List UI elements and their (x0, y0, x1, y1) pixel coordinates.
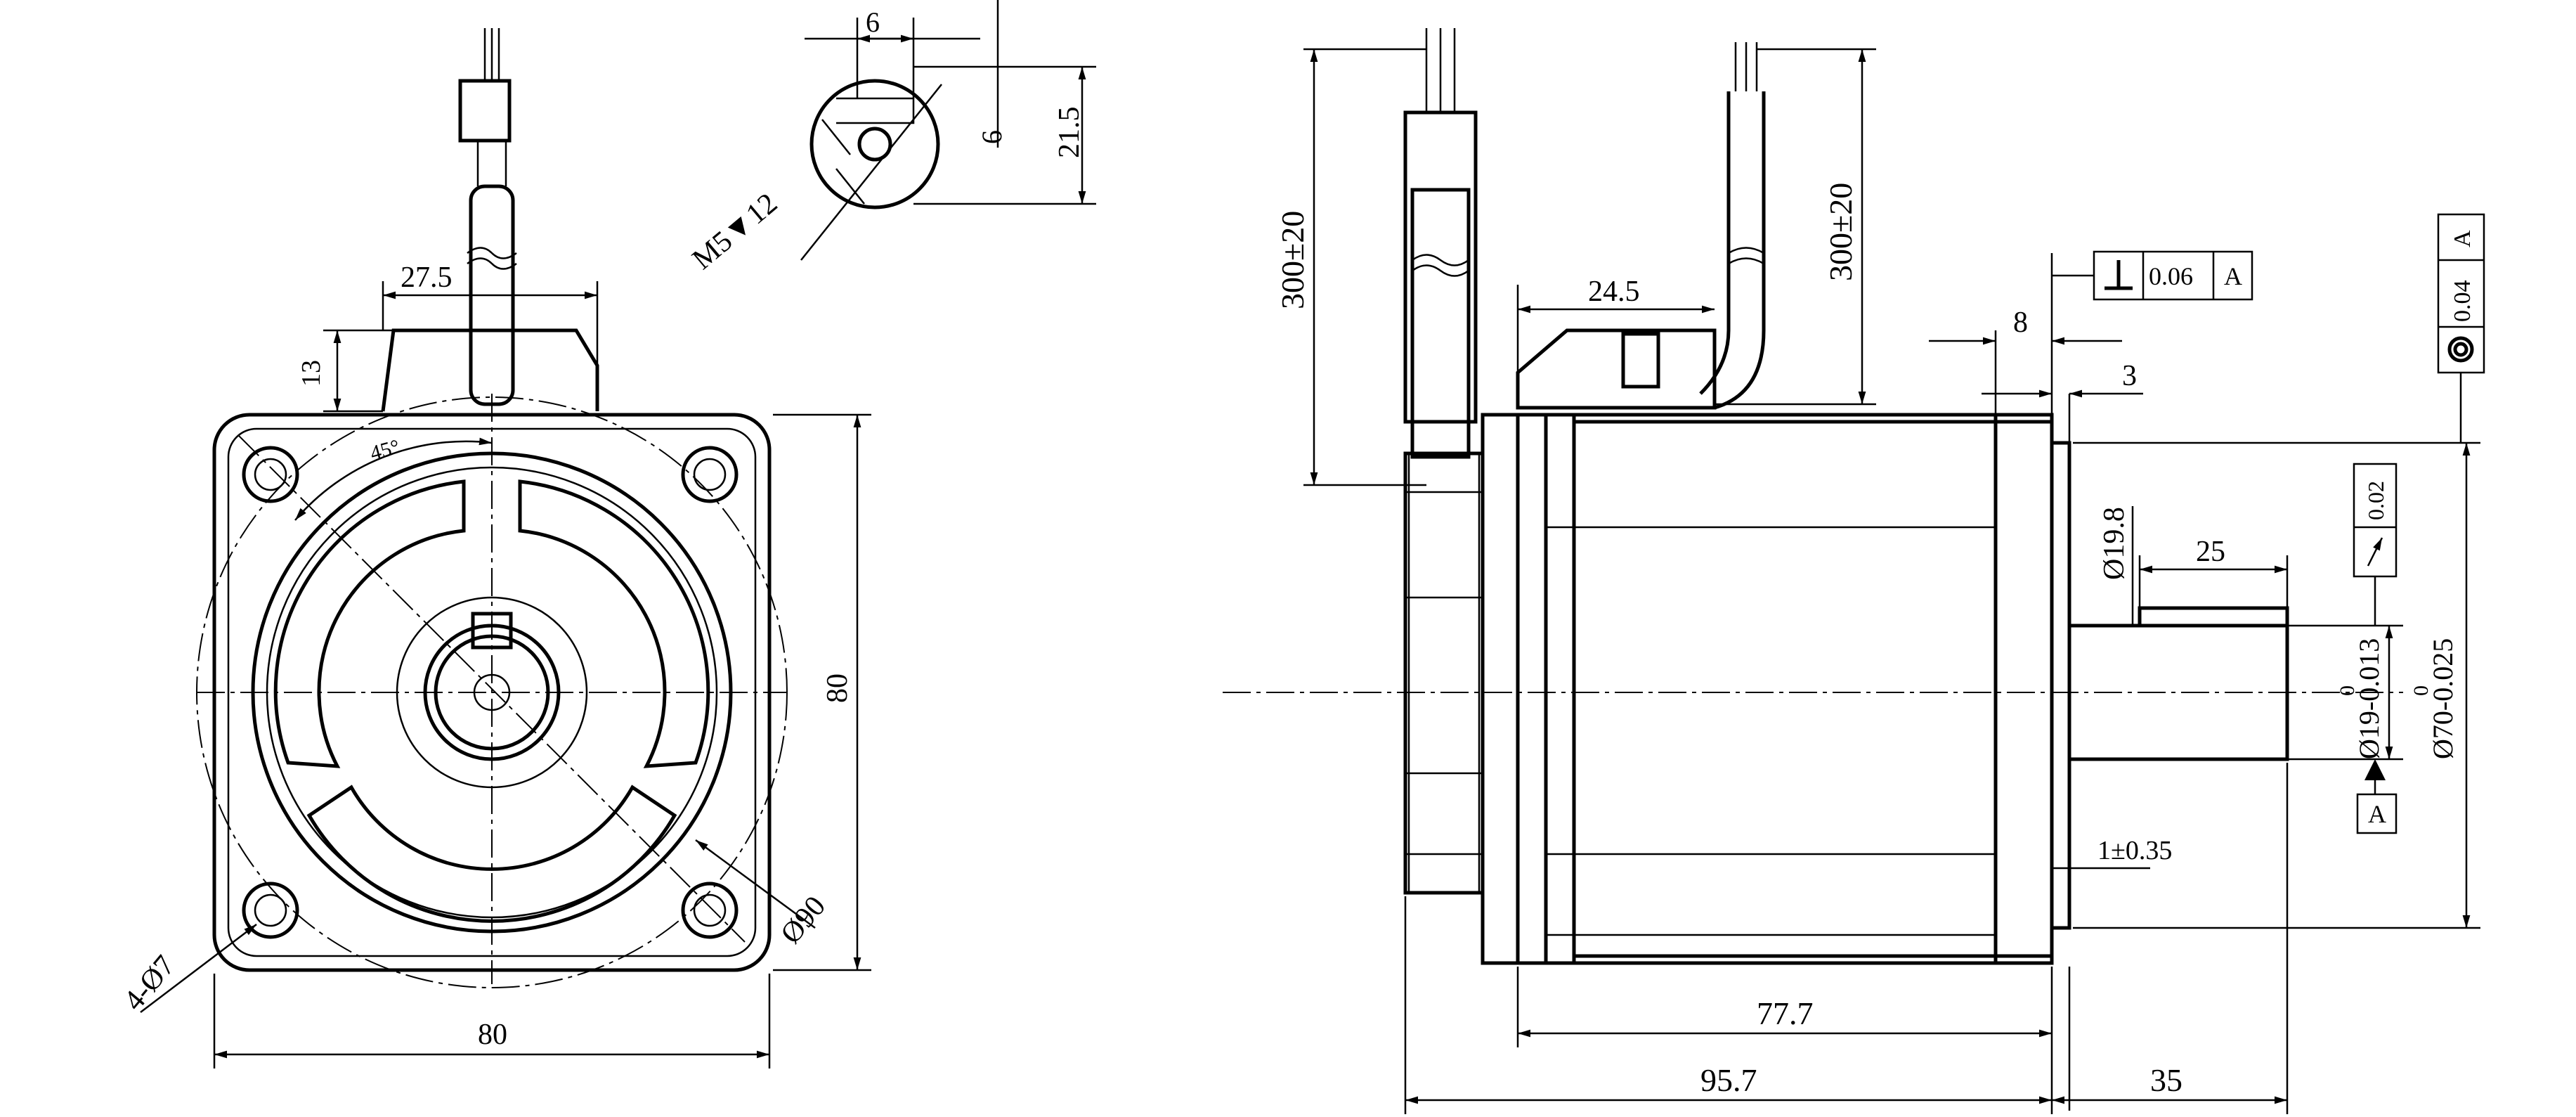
dim-total-length: 95.7 (1700, 1062, 1757, 1098)
dim-connector-width: 24.5 (1588, 276, 1640, 308)
tolerance-frames: 0.06 A 0.04 A 0.02 A (2052, 213, 2485, 834)
arc-slots (273, 479, 710, 923)
dim-mounting-holes: 4-Ø7 (117, 950, 181, 1017)
runout-value: 0.02 (2363, 481, 2388, 520)
dim-body-length: 77.7 (1757, 995, 1814, 1031)
dim-key-width: 6 (866, 6, 880, 38)
dim-flange-height: 80 (821, 673, 854, 703)
side-connector (1516, 328, 1717, 410)
front-view: 80 80 27.5 13 45° Ø90 4-Ø7 (117, 28, 871, 1068)
front-connector (381, 328, 599, 412)
dim-angle: 45° (367, 435, 402, 465)
perpendicularity-value: 0.06 (2149, 262, 2193, 290)
dim-cable-length-right: 300±20 (1823, 183, 1859, 281)
dim-cable-length-left: 300±20 (1275, 211, 1310, 309)
datum-frame (2356, 793, 2398, 834)
dim-key-depth: 6 (976, 130, 1008, 144)
side-view: 300±20 300±20 24.5 8 3 Ø19.8 25 Ø19-0.01… (1223, 28, 2480, 1114)
datum-label: A (2368, 800, 2386, 828)
dim-bolt-circle: Ø90 (774, 890, 832, 950)
dim-thread: M5▼12 (687, 187, 783, 276)
dim-shaft-shoulder: Ø19.8 (2098, 507, 2131, 580)
encoder-cap (1403, 451, 1485, 895)
dim-shaft-ext: 35 (2150, 1062, 2183, 1098)
dim-shaft-dia-group: Ø19-0.013 0 (2336, 638, 2385, 759)
dim-pilot-gap: 1±0.35 (2097, 836, 2172, 865)
dim-pilot-dia: Ø70-0.025 (2427, 638, 2459, 759)
dim-connector-height: 13 (297, 360, 326, 387)
bolt-circle (196, 396, 788, 988)
dim-pilot-dia-group: Ø70-0.025 0 (2409, 638, 2459, 759)
dim-connector-offset: 27.5 (401, 262, 453, 294)
dim-pilot-dia-upper: 0 (2409, 685, 2433, 696)
dim-flange-width: 80 (478, 1019, 507, 1051)
front-flange (212, 413, 772, 972)
dim-flange-thickness: 8 (2013, 306, 2028, 339)
motor-body (1544, 413, 2054, 965)
concentricity-datum: A (2450, 230, 2476, 247)
dim-spigot: 3 (2122, 360, 2137, 392)
concentricity-value: 0.04 (2450, 280, 2476, 323)
dim-shaft-dia: Ø19-0.013 (2353, 638, 2385, 759)
dim-shaft-height: 21.5 (1053, 107, 1086, 159)
mounting-holes (242, 446, 739, 939)
dim-shaft-dia-upper: 0 (2336, 685, 2359, 696)
dim-shaft-length: 25 (2196, 536, 2225, 568)
side-flange (1993, 413, 2054, 965)
perpendicularity-datum: A (2224, 262, 2242, 290)
keyway-detail: 6 6 21.5 M5▼12 (687, 0, 1096, 276)
